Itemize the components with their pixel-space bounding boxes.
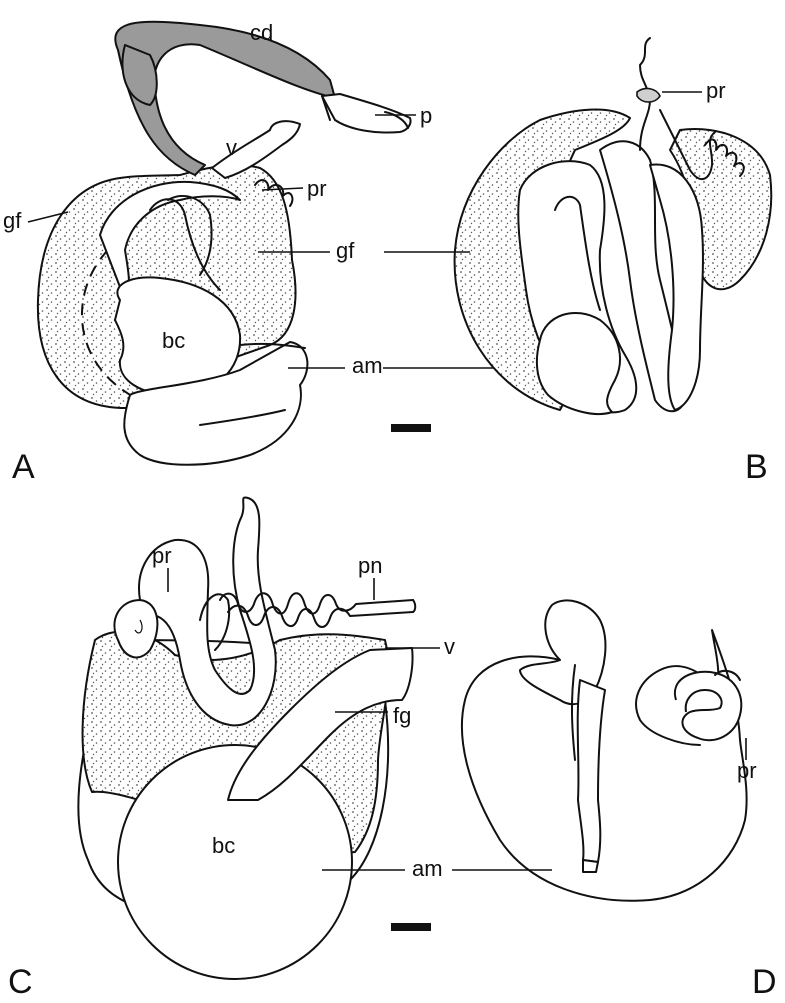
panel-d-prostate xyxy=(675,672,741,740)
panel-letter-d: D xyxy=(752,963,777,1001)
panel-d-drawing xyxy=(462,600,747,900)
label-c-v: v xyxy=(444,634,455,659)
label-c-pn: pn xyxy=(358,553,382,578)
panel-d-duct xyxy=(578,680,605,862)
panel-letter-a: A xyxy=(12,448,35,486)
label-a-pr: pr xyxy=(307,176,327,201)
label-b-pr: pr xyxy=(706,78,726,103)
panel-letter-b: B xyxy=(745,448,768,486)
label-c-pr: pr xyxy=(152,543,172,568)
label-c-bc: bc xyxy=(212,833,235,858)
panel-a-drawing xyxy=(38,22,411,465)
label-a-am: am xyxy=(352,353,383,378)
label-a-gf-right: gf xyxy=(336,238,355,263)
label-c-fg: fg xyxy=(393,703,411,728)
panel-letter-c: C xyxy=(8,963,33,1001)
label-a-cd: cd xyxy=(250,20,273,45)
label-c-am: am xyxy=(412,856,443,881)
scale-bar-top xyxy=(391,424,431,432)
panel-a-penis xyxy=(322,94,411,133)
label-d-pr: pr xyxy=(737,758,757,783)
panel-d-outline xyxy=(462,630,747,901)
scale-bar-bottom xyxy=(391,923,431,931)
label-a-gf-left: gf xyxy=(3,208,22,233)
label-a-v: v xyxy=(226,135,237,160)
label-a-bc: bc xyxy=(162,328,185,353)
label-a-p: p xyxy=(420,103,432,128)
